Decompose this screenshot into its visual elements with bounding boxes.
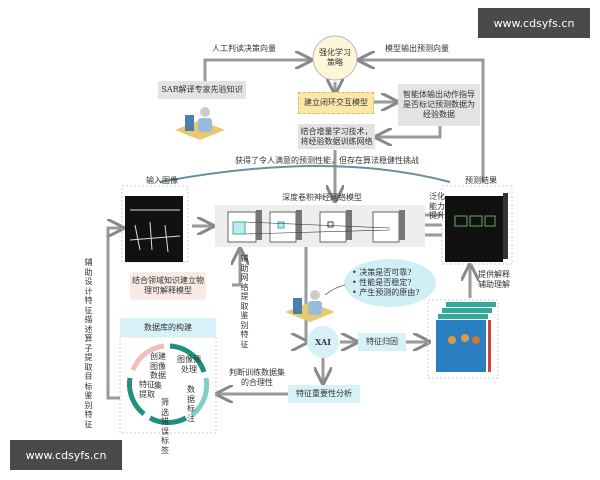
rl-strategy-label: 强化学习策略: [319, 48, 351, 67]
assist-network-label: 辅助网络提取鉴别特征: [240, 254, 249, 349]
db-step-preprocess: 图像预处理: [177, 355, 201, 374]
performance-note: 获得了令人满意的预测性能，但存在算法稳健性挑战: [235, 156, 419, 165]
input-image: [125, 196, 183, 262]
database-cycle: [127, 343, 210, 426]
domain-knowledge-box: 结合领域知识建立物理可解释模型: [130, 272, 206, 300]
db-step-filter: 筛选错误标签: [161, 398, 169, 455]
db-step-feature: 特征提取: [139, 380, 155, 399]
arc-connector: [159, 165, 451, 183]
question-item: • 产生预测的原由?: [352, 288, 420, 297]
generalization-label: 泛化能力提升: [429, 192, 445, 220]
xai-label: XAI: [315, 337, 331, 347]
db-step-annotate: 数据标注: [187, 385, 195, 423]
cnn-layers: [227, 210, 405, 243]
cnn-title: 深度卷积神经网络模型: [282, 193, 362, 202]
sar-expert-box: SAR解译专家先验知识: [158, 81, 246, 99]
input-image-texture: [129, 209, 181, 253]
db-step-create: 创建图像数据集: [150, 352, 166, 390]
rl-circle: [312, 35, 358, 81]
xai-circle: [307, 326, 339, 358]
human-vector-label: 人工判读决策向量: [212, 44, 276, 53]
question-item: • 性能是否稳定?: [352, 278, 412, 287]
question-list: • 决策是否可靠? • 性能是否稳定? • 产生预测的原由?: [352, 268, 420, 298]
closed-loop-box: 建立闭环交互模型: [298, 92, 374, 114]
model-vector-label: 模型输出预测向量: [385, 44, 449, 53]
watermark-top: www.cdsyfs.cn: [478, 8, 590, 38]
analyst-person-icon: [285, 284, 346, 322]
incremental-learning-box: 结合增量学习技术，将经验数据训练网络: [298, 124, 375, 149]
explain-label: 提供解释辅助理解: [478, 270, 510, 289]
expert-person-icon: [175, 107, 225, 140]
database-title: 数据库的构建: [120, 318, 216, 337]
prediction-image: [445, 196, 503, 262]
attribution-box: 特征归因: [358, 333, 406, 351]
watermark-bottom: www.cdsyfs.cn: [10, 440, 122, 470]
heatmap-stack: [427, 299, 499, 379]
left-vertical-label: 辅助设计特征描述算子提取目标鉴别特征: [84, 258, 93, 429]
importance-box: 特征重要性分析: [288, 385, 360, 403]
agent-output-box: 智能体输出动作指导是否标记预测数据为经验数据: [398, 84, 480, 126]
question-item: • 决策是否可靠?: [352, 268, 412, 277]
input-image-label: 输入图像: [146, 176, 178, 185]
prediction-label: 预测结果: [465, 176, 497, 185]
question-bubble: [344, 259, 436, 307]
judge-label: 判断训练数据集的合理性: [229, 368, 285, 387]
